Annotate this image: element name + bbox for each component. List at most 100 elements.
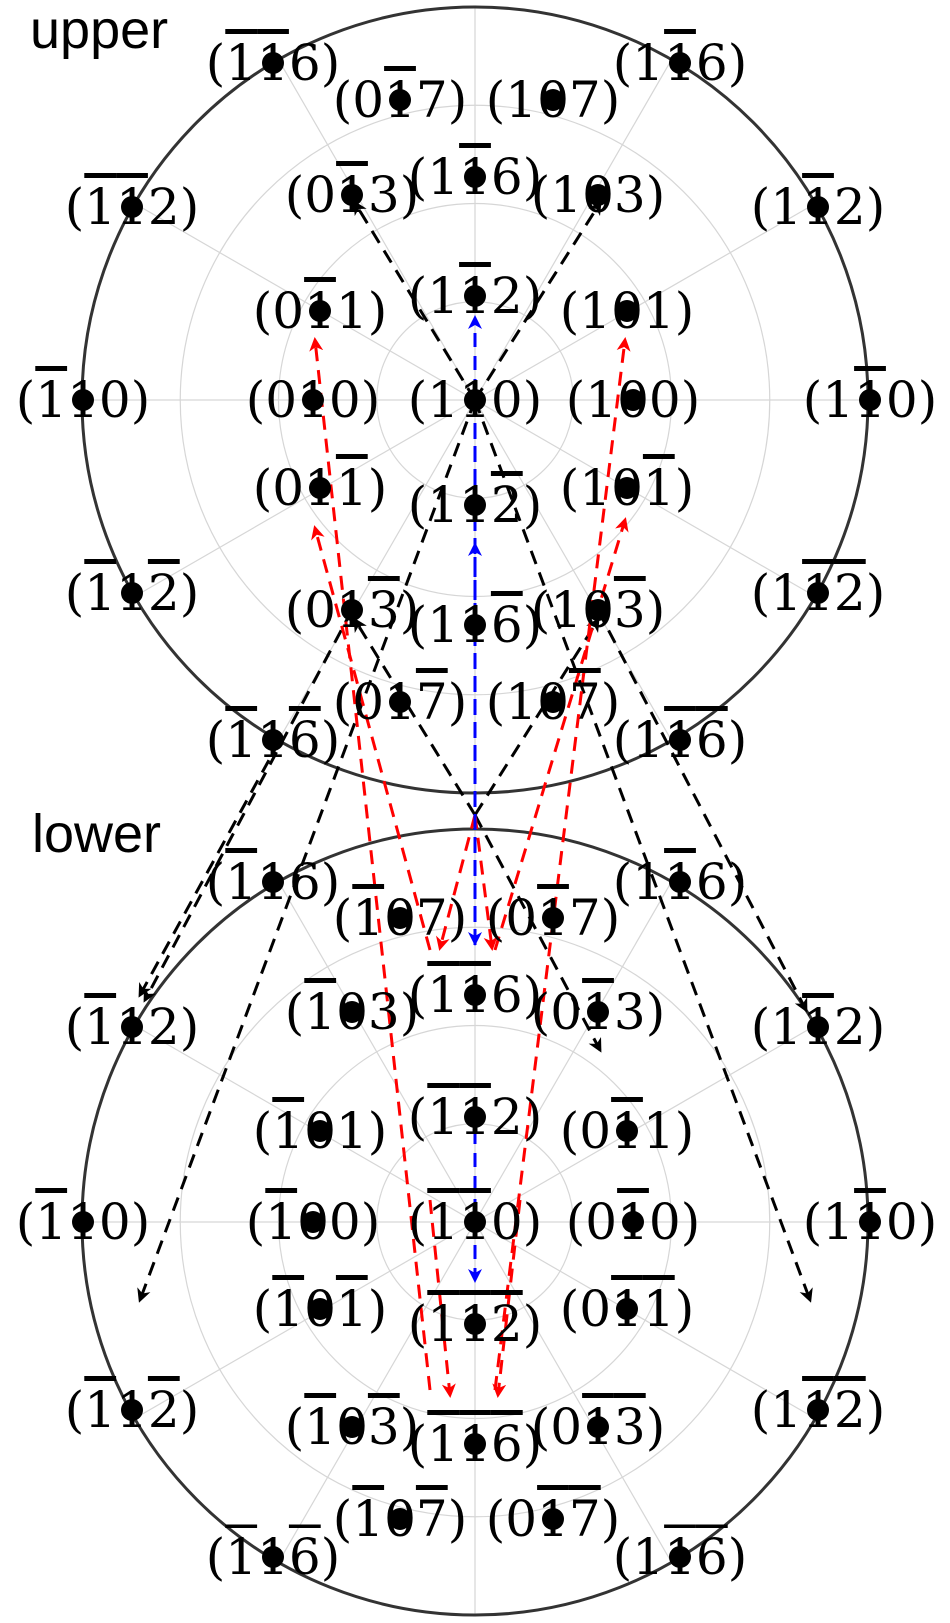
red-arrow [311,525,432,951]
upper-pole-dot [464,389,486,411]
lower-pole-points: (116)(107)(017)(116)(112)(103)(116)(013)… [16,853,937,1586]
upper-pole-dot [464,614,486,636]
upper-pole-dot [72,389,94,411]
upper-pole-dot [807,582,829,604]
upper-pole-dot [859,389,881,411]
upper-pole-points: (116)(017)(107)(116)(112)(013)(116)(103)… [16,34,937,769]
lower-pole-label: (101) [253,1102,387,1160]
upper-pole-label: (110) [16,371,150,429]
upper-pole-dot [587,184,609,206]
upper-pole-label: (110) [803,371,937,429]
upper-pole-label: (112) [751,178,885,236]
upper-pole-label: (011) [253,282,387,340]
lower-pole-label: (112) [751,998,885,1056]
upper-pole-dot [341,184,363,206]
lower-pole-label: (110) [16,1193,150,1251]
upper-pole-dot [262,729,284,751]
black-arrow [137,399,477,1303]
upper-pole-dot [616,477,638,499]
upper-pole-dot [341,599,363,621]
upper-pole-dot [262,52,284,74]
upper-panel-title: upper [30,0,168,60]
upper-pole-label: (101) [560,282,694,340]
upper-pole-label: (013) [285,581,419,639]
lower-pole-dot [262,1546,284,1568]
lower-pole-dot [302,1211,324,1233]
red-arrow [428,1199,456,1398]
upper-pole-label: (017) [333,71,467,129]
lower-pole-label: (011) [560,1102,694,1160]
lower-pole-dot [341,1416,363,1438]
upper-pole-dot [542,89,564,111]
lower-pole-label: (116) [408,966,542,1024]
lower-pole-dot [464,1313,486,1335]
black-arrow [473,200,602,401]
upper-pole-dot [464,166,486,188]
lower-pole-label: (112) [65,1381,199,1439]
lower-pole-dot [72,1211,94,1233]
lower-pole-dot [587,1416,609,1438]
upper-pole-label: (116) [408,148,542,206]
upper-pole-label: (010) [246,371,380,429]
upper-pole-dot [464,285,486,307]
black-arrow [473,617,600,816]
lower-pole-dot [669,1546,691,1568]
upper-pole-dot [669,52,691,74]
lower-pole-dot [464,1211,486,1233]
lower-pole-dot [807,1016,829,1038]
upper-pole-dot [302,389,324,411]
lower-pole-dot [389,1508,411,1530]
lower-pole-label: (103) [285,1398,419,1456]
lower-pole-dot [587,1001,609,1023]
lower-pole-dot [464,984,486,1006]
black-arrow [596,609,808,1013]
lower-pole-dot [389,907,411,929]
lower-pole-dot [622,1211,644,1233]
red-arrow [493,337,631,1391]
lower-pole-label: (110) [803,1193,937,1251]
black-arrow [353,617,477,816]
upper-pole-dot [542,691,564,713]
lower-pole-dot [121,1016,143,1038]
upper-pole-dot [121,196,143,218]
upper-pole-dot [616,300,638,322]
upper-pole-dot [464,494,486,516]
transformation-arrows [137,200,813,1398]
red-arrow [493,517,629,951]
lower-pole-dot [464,1106,486,1128]
lower-pole-label: (110) [408,1193,542,1251]
lower-pole-dot [464,1433,486,1455]
lower-pole-dot [542,1508,564,1530]
upper-pole-dot [309,300,331,322]
lower-pole-dot [121,1399,143,1421]
lower-pole-dot [669,871,691,893]
lower-pole-dot [616,1120,638,1142]
red-arrow [309,337,432,1391]
lower-pole-dot [616,1298,638,1320]
black-arrow [138,739,282,998]
lower-pole-dot [341,1001,363,1023]
lower-pole-label: (112) [751,1381,885,1439]
lower-pole-dot [309,1120,331,1142]
upper-pole-dot [807,196,829,218]
lower-pole-dot [309,1298,331,1320]
lower-pole-dot [807,1399,829,1421]
lower-pole-label: (013) [531,1398,665,1456]
black-arrow [353,200,477,401]
upper-pole-label: (112) [408,267,542,325]
upper-pole-dot [587,599,609,621]
lower-pole-label: (017) [486,1490,620,1548]
lower-pole-label: (011) [560,1280,694,1338]
black-arrow [143,609,354,1003]
lower-pole-label: (112) [408,1295,542,1353]
upper-pole-label: (107) [486,71,620,129]
lower-pole-dot [859,1211,881,1233]
upper-pole-dot [622,389,644,411]
upper-pole-dot [669,729,691,751]
lower-pole-dot [542,907,564,929]
red-arrow [492,1199,522,1398]
lower-panel-title: lower [32,804,161,864]
upper-pole-label: (116) [408,596,542,654]
